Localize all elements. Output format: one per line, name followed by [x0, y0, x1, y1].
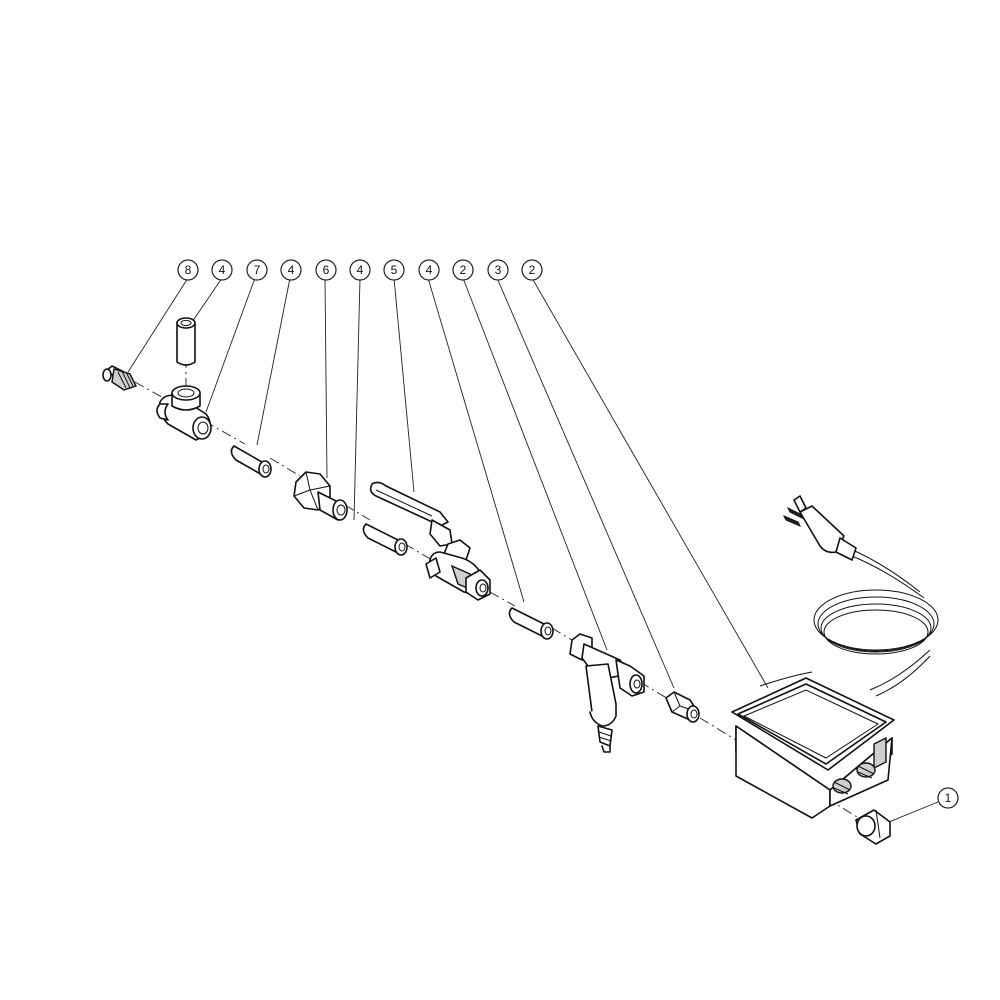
nipple[interactable]: [362, 523, 408, 556]
callout-6[interactable]: 6: [315, 259, 337, 281]
callout-label: 3: [495, 263, 502, 277]
adapter-fitting[interactable]: [102, 365, 137, 391]
callout-4[interactable]: 4: [418, 259, 440, 281]
cap[interactable]: [855, 809, 891, 845]
callout-7[interactable]: 7: [246, 259, 268, 281]
callout-label: 2: [460, 263, 467, 277]
callout-2[interactable]: 2: [452, 259, 474, 281]
callout-5[interactable]: 5: [383, 259, 405, 281]
hex-reducer[interactable]: [293, 471, 348, 521]
callout-label: 8: [185, 263, 192, 277]
callout-balloons: 8 4 7 4 6 4 5 4: [177, 259, 959, 809]
callout-label: 1: [945, 791, 952, 805]
callout-label: 7: [254, 263, 261, 277]
gland-knob[interactable]: [856, 762, 876, 779]
callout-1[interactable]: 1: [937, 787, 959, 809]
gland-knob[interactable]: [832, 778, 852, 795]
callout-3[interactable]: 3: [487, 259, 509, 281]
callout-4[interactable]: 4: [280, 259, 302, 281]
coupling[interactable]: [665, 691, 700, 723]
callout-4[interactable]: 4: [349, 259, 371, 281]
leader-lines: [127, 277, 939, 825]
callout-label: 4: [219, 263, 226, 277]
nipple[interactable]: [230, 445, 272, 478]
callout-2[interactable]: 2: [521, 259, 543, 281]
callout-8[interactable]: 8: [177, 259, 199, 281]
callout-label: 4: [426, 263, 433, 277]
callout-label: 2: [529, 263, 536, 277]
callout-label: 4: [357, 263, 364, 277]
power-cord[interactable]: [782, 495, 939, 697]
ball-valve[interactable]: [369, 481, 491, 601]
tee-fitting[interactable]: [156, 385, 212, 441]
callout-label: 5: [391, 263, 398, 277]
callout-label: 6: [323, 263, 330, 277]
control-box[interactable]: [731, 671, 895, 819]
y-strainer[interactable]: [569, 633, 645, 753]
callout-label: 4: [288, 263, 295, 277]
nipple-vertical[interactable]: [176, 317, 196, 366]
nipple[interactable]: [508, 607, 554, 640]
callout-4[interactable]: 4: [211, 259, 233, 281]
